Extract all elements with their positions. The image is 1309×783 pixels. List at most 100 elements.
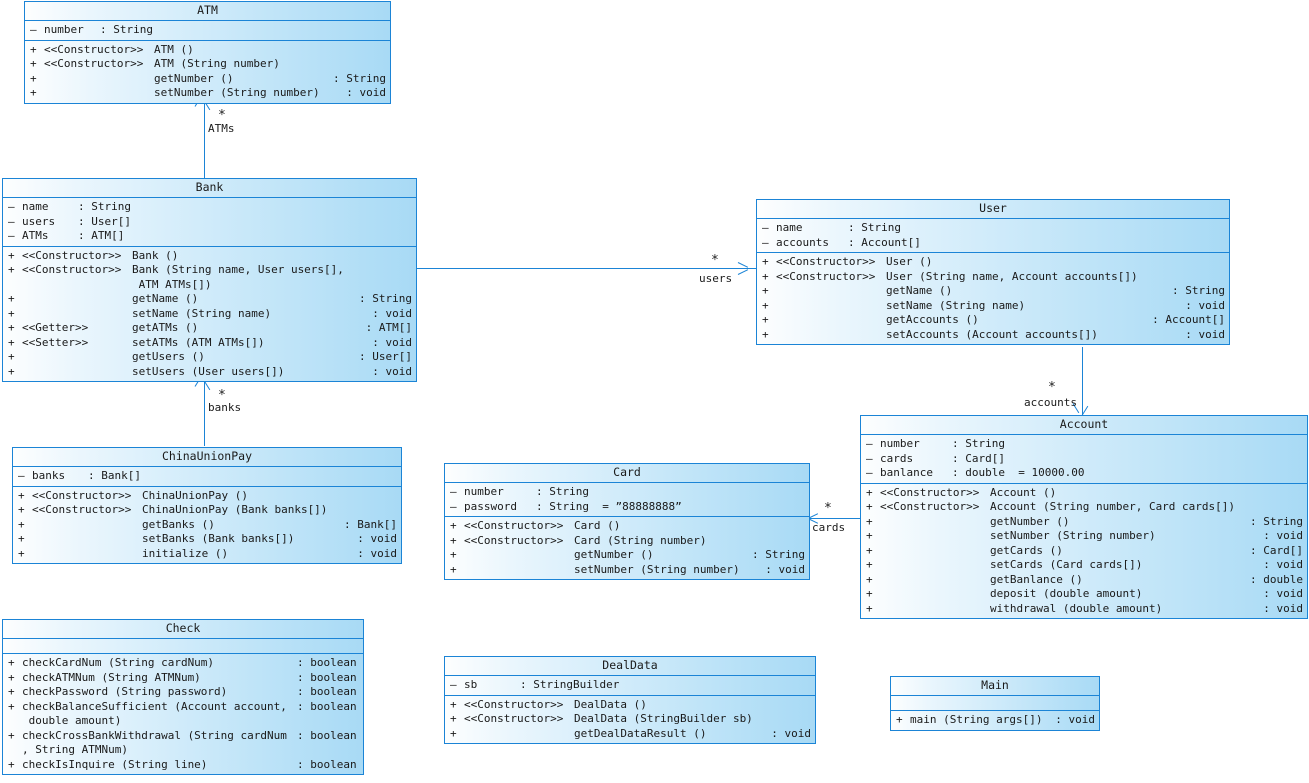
class-method-row: +setBanks (Bank banks[]): void [13,532,401,547]
attribute-name: password [464,499,517,513]
method-signature: getName () [886,284,953,297]
attribute-name: sb [464,678,478,691]
visibility-marker: + [866,601,873,615]
method-return-type: : void [1263,601,1303,615]
class-methods-atm: +<<Constructor>>ATM ()+<<Constructor>>AT… [25,41,390,103]
arrowhead-cup-banks [194,376,215,394]
visibility-marker: + [8,248,15,262]
visibility-marker: + [866,485,873,499]
method-signature: getATMs () [132,321,199,334]
method-stereotype: <<Constructor>> [776,269,876,283]
edge-label-bank-atms-role: ATMs [208,122,235,135]
attribute-name: name [22,200,49,213]
visibility-marker: + [450,712,457,725]
visibility-marker: – [866,437,873,450]
class-method-row: +<<Constructor>>ChinaUnionPay () [13,489,401,504]
attribute-type: : StringBuilder [520,678,620,691]
visibility-marker: + [450,519,457,532]
edge-label-bank-atms-multiplicity: * [218,108,226,123]
visibility-marker: + [896,713,903,726]
method-return-type: : void [346,86,386,99]
visibility-marker: + [8,699,15,713]
attribute-name: cards [880,451,914,465]
class-attributes-chinaunionpay: –banks: Bank[] [13,467,401,487]
method-return-type: : void [372,306,412,320]
class-attribute-row: –number: String [445,485,809,500]
class-method-row: +main (String args[]): void [891,713,1099,728]
class-box-check[interactable]: Check +checkCardNum (String cardNum): bo… [2,619,364,775]
method-return-type: : void [357,546,397,560]
method-signature: User () [886,255,933,268]
visibility-marker: + [18,488,25,502]
class-title-card: Card [445,464,809,483]
class-method-row: +checkCardNum (String cardNum): boolean [3,656,363,671]
method-signature: DealData (StringBuilder sb) [574,712,753,725]
class-attributes-account: –number: String–cards: Card[]–banlance: … [861,435,1307,484]
attribute-type: : String [78,200,131,213]
attribute-name: accounts [776,235,829,249]
class-method-row: +setCards (Card cards[]): void [861,558,1307,573]
method-signature: getNumber () [574,548,654,561]
visibility-marker: + [8,292,15,305]
class-box-card[interactable]: Card –number: String–password: String = … [444,463,810,580]
method-signature: withdrawal (double amount) [990,601,1163,615]
visibility-marker: + [866,543,873,557]
visibility-marker: + [8,757,15,771]
class-box-chinaunionpay[interactable]: ChinaUnionPay –banks: Bank[] +<<Construc… [12,447,402,564]
visibility-marker: + [8,685,15,698]
method-stereotype: <<Getter>> [22,321,89,334]
visibility-marker: – [866,451,873,465]
attribute-name: number [880,437,920,450]
attribute-name: ATMs [22,229,49,242]
class-title-atm: ATM [25,2,390,21]
edge-label-user-accounts-multiplicity: * [1048,380,1056,395]
class-method-row: +<<Constructor>>Bank () [3,249,416,264]
visibility-marker: + [8,670,15,684]
class-method-row: +getBanlance (): double [861,573,1307,588]
edge-label-account-cards-multiplicity: * [824,501,832,516]
method-return-type: : Account[] [1152,313,1225,326]
class-box-dealdata[interactable]: DealData –sb: StringBuilder +<<Construct… [444,656,816,744]
class-box-bank[interactable]: Bank –name: String–users: User[]–ATMs: A… [2,178,417,382]
class-box-atm[interactable]: ATM –number: String +<<Constructor>>ATM … [24,1,391,104]
visibility-marker: + [762,269,769,283]
attribute-type: : Account[] [848,235,921,249]
method-signature: Card (String number) [574,533,707,547]
class-method-row: +<<Constructor>>Card (String number) [445,534,809,549]
class-method-row: +<<Constructor>>User () [757,255,1229,270]
method-stereotype: <<Constructor>> [464,712,564,725]
class-method-row: + checkPassword (String password) : boolea… [3,685,363,700]
visibility-marker: – [762,221,769,234]
class-attributes-bank: –name: String–users: User[]–ATMs: ATM[] [3,198,416,247]
class-box-main[interactable]: Main +main (String args[]): void [890,676,1100,731]
method-return-type: : void [1263,529,1303,542]
class-attribute-row: –password: String = ”88888888” [445,500,809,515]
method-signature: main (String args[]) [910,713,1043,726]
method-return-type: : void [1263,587,1303,600]
method-stereotype: <<Constructor>> [44,57,144,70]
class-method-row: + withdrawal (double amount) : void [861,602,1307,617]
visibility-marker [8,278,22,293]
visibility-marker: + [8,728,15,742]
method-signature: initialize () [142,546,229,560]
class-method-row: +setAccounts (Account accounts[]): void [757,328,1229,343]
class-method-row: +<<Constructor>>ATM () [25,43,390,58]
method-return-type: : String [359,292,412,305]
method-signature: setNumber (String number) [990,529,1156,542]
visibility-marker: + [450,533,457,547]
visibility-marker: + [30,86,37,99]
class-box-account[interactable]: Account –number: String–cards: Card[]–ba… [860,415,1308,619]
class-method-row: +checkIsInquire (String line): boolean [3,758,363,773]
class-attribute-row: –users: User[] [3,215,416,230]
visibility-marker: – [30,23,37,36]
edge-account-cards [810,518,862,519]
method-stereotype: <<Constructor>> [32,503,132,516]
method-signature: checkPassword (String password) [22,685,228,698]
class-box-user[interactable]: User –name: String–accounts: Account[] +… [756,199,1230,345]
method-return-type: : boolean [297,685,357,698]
visibility-marker: + [30,57,37,70]
method-return-type: : String [1250,514,1303,528]
class-method-row: double amount) [3,714,363,729]
class-attribute-row: –name: String [757,221,1229,236]
visibility-marker: + [8,263,15,276]
